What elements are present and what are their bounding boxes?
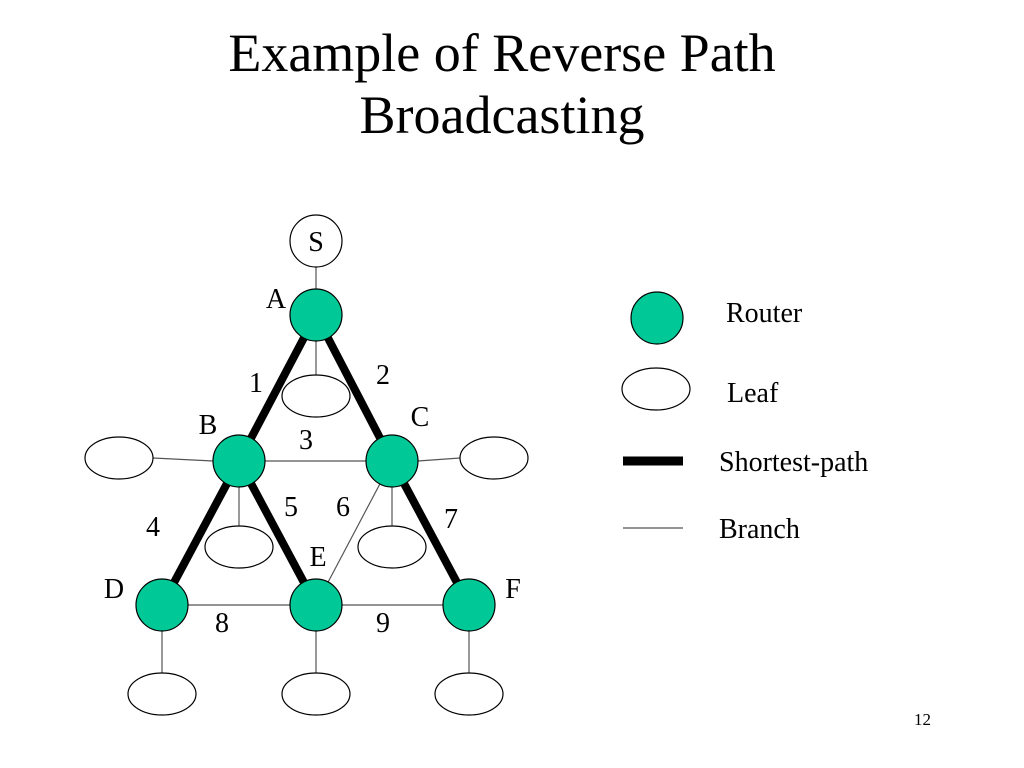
link-label-4: 4: [146, 512, 160, 543]
title-line-2: Broadcasting: [359, 85, 645, 145]
router-e: [289, 578, 343, 632]
router-label-f: F: [505, 574, 521, 605]
slide-title: Example of Reverse Path Broadcasting: [0, 22, 1004, 146]
source-node: [289, 214, 343, 268]
legend-router-symbol: [630, 291, 684, 345]
link-4-shortest-path: [170, 482, 231, 584]
router-label-e: E: [309, 542, 326, 573]
link-label-1: 1: [249, 368, 263, 399]
leaf-e: [281, 672, 351, 716]
title-line-1: Example of Reverse Path: [228, 23, 776, 83]
link-label-6: 6: [336, 492, 350, 523]
router-b: [212, 434, 266, 488]
legend-leaf-symbol: [621, 367, 691, 411]
link-label-7: 7: [444, 504, 458, 535]
legend-leaf-label: Leaf: [727, 378, 779, 409]
legend-router-label: Router: [726, 298, 803, 329]
router-c: [365, 434, 419, 488]
leaf-b-left: [84, 436, 154, 480]
leaf-b: [204, 525, 274, 569]
router-d: [135, 578, 189, 632]
router-label-d: D: [104, 574, 124, 605]
legend-branch-label: Branch: [719, 514, 800, 545]
link-label-2: 2: [376, 360, 390, 391]
leaf-c-right: [459, 436, 529, 480]
source-label: S: [308, 227, 324, 258]
link-2-shortest-path: [324, 336, 384, 440]
legend: [621, 291, 691, 529]
branch-lines: [152, 267, 470, 673]
leaf-link-b-left: [152, 457, 214, 462]
leaf-f: [434, 672, 504, 716]
leaf-c: [357, 525, 427, 569]
router-f: [442, 578, 496, 632]
link-6-branch: [327, 483, 381, 583]
router-a: [289, 288, 343, 342]
leaf-link-c-right: [417, 457, 461, 462]
router-label-c: C: [411, 402, 430, 433]
router-nodes: [135, 214, 496, 632]
link-label-8: 8: [215, 608, 229, 639]
link-label-5: 5: [284, 492, 298, 523]
diagram-labels: 1 2 3 4 5 6 7 8 9 SA B C D E F: [104, 227, 521, 639]
link-7-shortest-path: [400, 482, 461, 584]
link-1-shortest-path: [247, 336, 308, 440]
leaf-d: [127, 672, 197, 716]
legend-shortest-path-label: Shortest-path: [719, 447, 869, 478]
link-5-shortest-path: [247, 482, 308, 584]
leaf-a: [281, 374, 351, 418]
leaf-nodes: [84, 374, 529, 716]
router-label-a: A: [266, 284, 287, 315]
link-label-9: 9: [376, 608, 390, 639]
page-number: 12: [914, 710, 931, 729]
link-label-3: 3: [299, 425, 313, 456]
shortest-path-lines: [170, 336, 461, 584]
router-label-b: B: [199, 410, 218, 441]
